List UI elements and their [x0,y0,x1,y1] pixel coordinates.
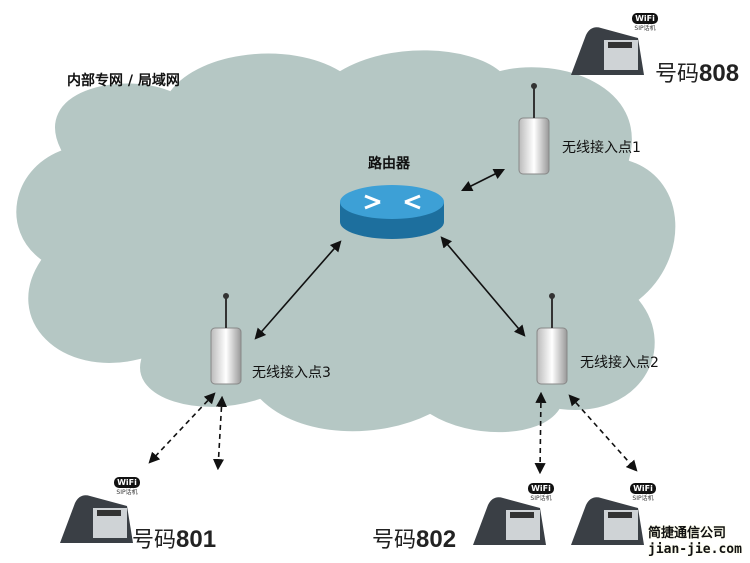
phone-number-802: 号码802 [372,526,457,553]
links [148,168,638,475]
wifi-badge: WiFi [114,477,140,488]
access-point-1-icon [518,83,550,175]
access-point-1-label: 无线接入点1 [562,140,641,156]
phone-number-808: 号码808 [655,60,740,87]
sip-label: SIP话机 [116,489,138,496]
link-ap3-down [212,395,228,471]
link-router-ap3 [254,240,342,340]
watermark-company: 简捷通信公司 [648,526,727,541]
wifi-badge: WiFi [630,483,656,494]
access-point-3-icon [210,293,242,385]
watermark: 简捷通信公司 jian-jie.com [648,526,742,558]
ip-phone-icon [60,495,133,543]
ip-phone-icon [571,27,644,75]
router-label: 路由器 [368,156,410,172]
access-point-2-label: 无线接入点2 [580,355,659,371]
wifi-badge: WiFi [632,13,658,24]
link-router-ap1 [460,168,506,192]
access-point-3-label: 无线接入点3 [252,365,331,381]
router-icon [340,185,444,239]
sip-label: SIP话机 [634,25,656,32]
link-router-ap2 [440,236,526,337]
network-label: 内部专网 / 局域网 [67,73,180,89]
link-ap2-phone4 [568,394,638,472]
sip-label: SIP话机 [530,495,552,502]
ip-phone-icon [473,497,546,545]
ip-phone-icon [571,497,644,545]
link-ap2-phone802 [534,391,547,475]
phone-number-801: 号码801 [132,526,217,553]
access-point-2-icon [536,293,568,385]
sip-label: SIP话机 [632,495,654,502]
wifi-badge: WiFi [528,483,554,494]
link-ap3-phone801 [148,392,216,464]
lan-cloud [14,48,678,435]
watermark-url: jian-jie.com [648,542,742,557]
